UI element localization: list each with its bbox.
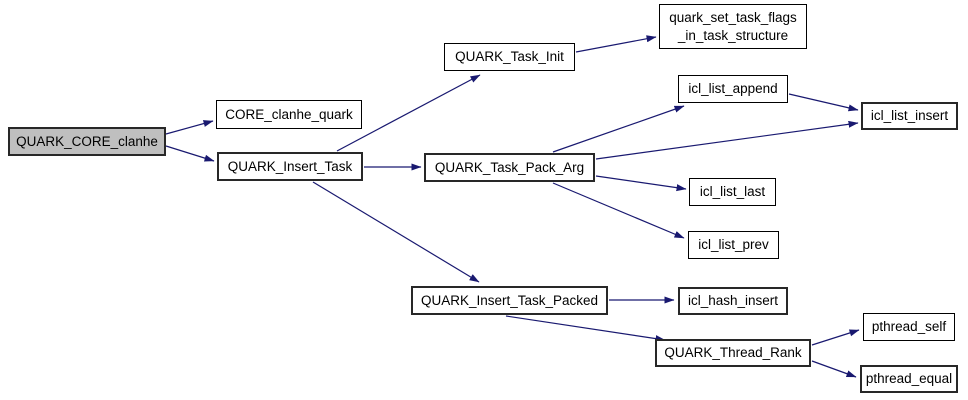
edge-QUARK_Task_Pack_Arg-to-icl_list_insert: [595, 120, 859, 160]
node-label: QUARK_CORE_clanhe: [16, 133, 158, 149]
node-QUARK_Insert_Task[interactable]: QUARK_Insert_Task: [217, 152, 363, 181]
edge-QUARK_Insert_Task_Packed-to-QUARK_Thread_Rank: [505, 315, 666, 343]
node-CORE_clanhe_quark[interactable]: CORE_clanhe_quark: [216, 100, 362, 129]
edge-QUARK_Thread_Rank-to-pthread_equal: [811, 360, 857, 378]
node-QUARK_Insert_Task_Packed[interactable]: QUARK_Insert_Task_Packed: [411, 286, 608, 315]
edge-icl_list_append-to-icl_list_insert: [788, 93, 859, 112]
edge-QUARK_Insert_Task-to-QUARK_Insert_Task_Packed: [312, 181, 480, 283]
node-label: icl_list_append: [688, 81, 778, 97]
edge-QUARK_CORE_clanhe-to-CORE_clanhe_quark: [165, 120, 214, 135]
node-label: QUARK_Insert_Task_Packed: [420, 292, 599, 308]
node-label: icl_hash_insert: [687, 293, 779, 309]
node-pthread_self[interactable]: pthread_self: [863, 313, 955, 341]
node-label: icl_list_prev: [698, 237, 769, 253]
edge-QUARK_Task_Pack_Arg-to-icl_list_prev: [552, 182, 685, 239]
node-icl_hash_insert[interactable]: icl_hash_insert: [678, 287, 788, 315]
edge-QUARK_CORE_clanhe-to-QUARK_Insert_Task: [165, 145, 215, 162]
node-label: _in_task_structure: [677, 27, 789, 43]
node-QUARK_CORE_clanhe[interactable]: QUARK_CORE_clanhe: [8, 127, 166, 156]
node-label: pthread_equal: [865, 371, 953, 387]
node-label: icl_list_last: [699, 184, 766, 200]
edge-QUARK_Thread_Rank-to-pthread_self: [811, 329, 860, 346]
edge-QUARK_Task_Pack_Arg-to-icl_list_last: [595, 175, 687, 192]
edge-QUARK_Task_Init-to-quark_set_task_flags_in_task_structure: [575, 35, 657, 53]
node-icl_list_append[interactable]: icl_list_append: [678, 75, 788, 103]
node-label: pthread_self: [871, 319, 947, 335]
edge-QUARK_Insert_Task-to-QUARK_Task_Init: [336, 74, 481, 152]
node-icl_list_last[interactable]: icl_list_last: [689, 178, 776, 206]
node-quark_set_task_flags_in_task_structure[interactable]: quark_set_task_flags _in_task_structure: [659, 4, 807, 49]
node-label: QUARK_Task_Pack_Arg: [434, 159, 585, 175]
node-icl_list_insert[interactable]: icl_list_insert: [861, 102, 958, 130]
node-QUARK_Task_Init[interactable]: QUARK_Task_Init: [444, 43, 575, 71]
node-pthread_equal[interactable]: pthread_equal: [860, 365, 958, 393]
node-QUARK_Task_Pack_Arg[interactable]: QUARK_Task_Pack_Arg: [424, 153, 595, 182]
node-QUARK_Thread_Rank[interactable]: QUARK_Thread_Rank: [655, 339, 811, 367]
node-label: QUARK_Thread_Rank: [664, 345, 802, 361]
node-icl_list_prev[interactable]: icl_list_prev: [688, 231, 779, 259]
node-label: quark_set_task_flags: [669, 9, 797, 25]
node-label: icl_list_insert: [870, 108, 949, 124]
node-label: QUARK_Insert_Task: [227, 158, 353, 174]
node-label: CORE_clanhe_quark: [225, 106, 353, 122]
edge-QUARK_Task_Pack_Arg-to-icl_list_append: [552, 105, 685, 153]
node-label: QUARK_Task_Init: [455, 49, 564, 65]
